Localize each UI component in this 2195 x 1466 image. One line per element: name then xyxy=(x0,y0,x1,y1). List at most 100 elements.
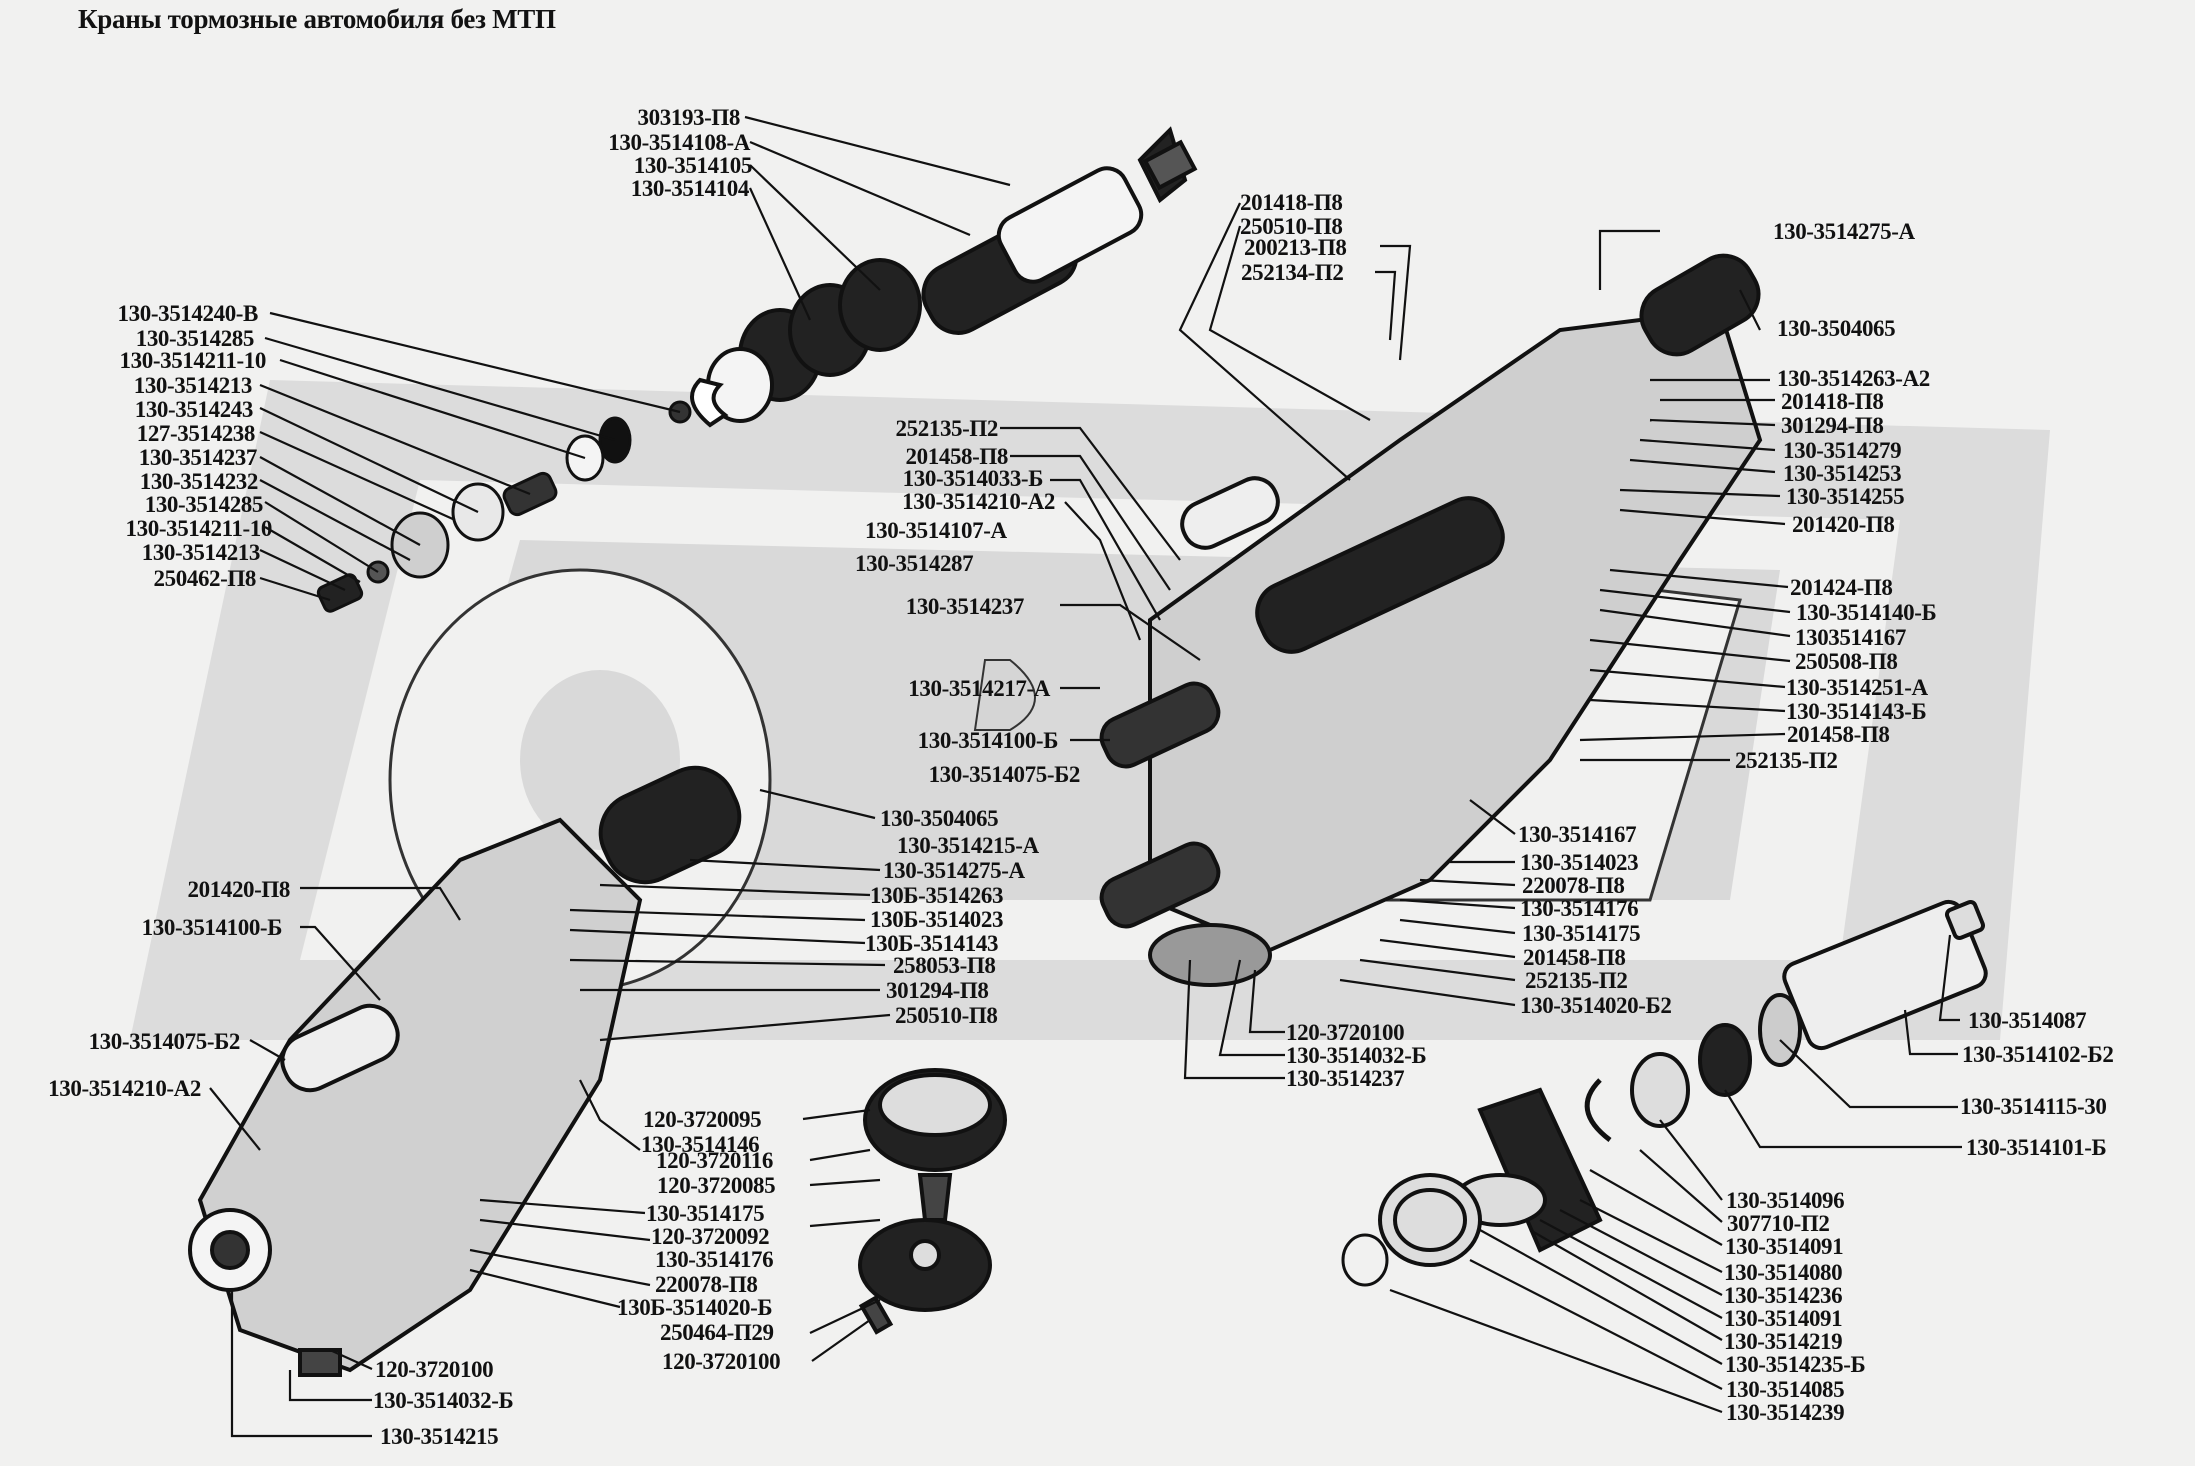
leader-line xyxy=(288,1370,372,1402)
diagram-title: Краны тормозные автомобиля без МТП xyxy=(78,4,556,34)
leader-line xyxy=(1579,1199,1723,1273)
leader-line xyxy=(1619,508,1786,526)
leader-line xyxy=(802,1108,871,1121)
part-label: 130-3514232 xyxy=(139,469,259,494)
part-label: 130-3514213 xyxy=(141,540,261,565)
leader-line xyxy=(759,788,876,820)
part-label: 130-3514240-В xyxy=(117,301,259,326)
leader-line xyxy=(300,925,381,1001)
bottom-right-piston-parts xyxy=(1341,1087,1603,1287)
leader-line xyxy=(1599,588,1791,614)
leader-line xyxy=(1589,698,1786,713)
part-label: 130-3514255 xyxy=(1786,484,1905,509)
leader-line xyxy=(1938,934,1960,1022)
part-label: 130-3514146 xyxy=(641,1132,760,1157)
leader-line xyxy=(1599,608,1791,638)
part-label: 130-3514075-Б2 xyxy=(88,1029,241,1054)
part-label: 130-3514275-А xyxy=(1773,219,1915,244)
part-label: 130-3514237 xyxy=(1286,1066,1405,1091)
leader-line xyxy=(1479,1229,1723,1365)
leader-line xyxy=(1589,668,1786,689)
leader-line xyxy=(1380,244,1412,361)
part-label: 130-3514176 xyxy=(1520,896,1639,921)
part-label: 307710-П2 xyxy=(1727,1211,1830,1236)
part-label: 130-3514108-А xyxy=(608,130,750,155)
leader-line xyxy=(1579,732,1786,742)
leader-line xyxy=(1379,938,1516,959)
leader-line xyxy=(1559,1209,1723,1296)
part-label: 130-3514213 xyxy=(133,373,253,398)
part-label: 250464-П29 xyxy=(660,1320,774,1345)
leader-line xyxy=(1629,458,1776,474)
leader-line xyxy=(1724,1089,1962,1149)
leader-line xyxy=(1399,898,1516,910)
leader-line xyxy=(569,928,866,945)
leader-line xyxy=(1639,1149,1723,1223)
part-label: 130-3514251-А xyxy=(1786,675,1928,700)
part-label: 130-3514285 xyxy=(135,326,255,351)
part-label: 130-3514085 xyxy=(1726,1377,1845,1402)
part-label: 127-3514238 xyxy=(136,421,256,446)
part-label: 250510-П8 xyxy=(1240,214,1343,239)
leader-line xyxy=(749,140,971,237)
leader-line xyxy=(809,1218,881,1228)
part-label: 130-3514176 xyxy=(655,1247,774,1272)
part-label: 130-3514075-Б2 xyxy=(928,762,1081,787)
part-label: 258053-П8 xyxy=(893,953,996,978)
leader-line xyxy=(1589,638,1791,663)
part-label: 130-3504065 xyxy=(880,806,999,831)
leader-line xyxy=(1619,488,1781,498)
part-label: 120-3720100 xyxy=(1286,1020,1405,1045)
part-label: 120-3720095 xyxy=(643,1107,762,1132)
watermark-d xyxy=(973,659,1036,731)
part-label: 130-3514032-Б xyxy=(1286,1043,1427,1068)
leader-line xyxy=(264,526,361,583)
part-label: 130-3514100-Б xyxy=(141,915,283,940)
part-label: 130-3514020-Б2 xyxy=(1520,993,1672,1018)
part-label: 252135-П2 xyxy=(1525,968,1628,993)
leader-line xyxy=(1539,1219,1723,1319)
leader-line xyxy=(1064,501,1142,641)
leader-line xyxy=(1208,225,1371,421)
part-label: 301294-П8 xyxy=(1781,413,1884,438)
leader-line xyxy=(1529,1229,1723,1341)
part-label: 252135-П2 xyxy=(895,416,999,441)
part-label: 201420-П8 xyxy=(1792,512,1895,537)
part-label: 200213-П8 xyxy=(1244,235,1347,260)
leader-line xyxy=(1183,959,1285,1080)
leader-line xyxy=(809,1299,881,1334)
part-label: 130-3514175 xyxy=(1522,921,1641,946)
leader-line xyxy=(1000,426,1181,561)
part-label: 130-3514279 xyxy=(1783,438,1902,463)
leader-line xyxy=(279,358,586,460)
part-label: 250508-П8 xyxy=(1795,649,1898,674)
leader-line xyxy=(1659,1119,1723,1201)
leader-line xyxy=(1779,1039,1958,1109)
part-label: 201418-П8 xyxy=(1781,389,1884,414)
leader-line xyxy=(809,1178,881,1187)
part-label: 130Б-3514263 xyxy=(870,883,1004,908)
part-label: 130-3514140-Б xyxy=(1796,600,1937,625)
leader-line xyxy=(599,1013,891,1042)
part-label: 130Б-3514020-Б xyxy=(617,1295,773,1320)
part-label: 130-3514033-Б xyxy=(902,466,1044,491)
part-label: 120-3720085 xyxy=(657,1173,776,1198)
leader-line xyxy=(811,1319,871,1362)
part-label: 201420-П8 xyxy=(187,877,291,902)
part-label: 130-3514080 xyxy=(1724,1260,1843,1285)
leader-line xyxy=(1739,289,1761,331)
part-label: 130-3514096 xyxy=(1726,1188,1845,1213)
leader-line xyxy=(1469,1259,1723,1390)
part-label: 130-3514032-Б xyxy=(373,1388,514,1413)
leader-line xyxy=(809,1148,871,1162)
part-label: 130-3514215 xyxy=(380,1424,499,1449)
leader-line xyxy=(1419,878,1516,887)
part-label: 130-3514243 xyxy=(134,397,254,422)
leader-line xyxy=(329,1348,373,1371)
part-label: 130-3514239 xyxy=(1726,1400,1845,1425)
main-brake-valve-assembly xyxy=(1099,253,1763,987)
leader-line xyxy=(469,1268,621,1309)
